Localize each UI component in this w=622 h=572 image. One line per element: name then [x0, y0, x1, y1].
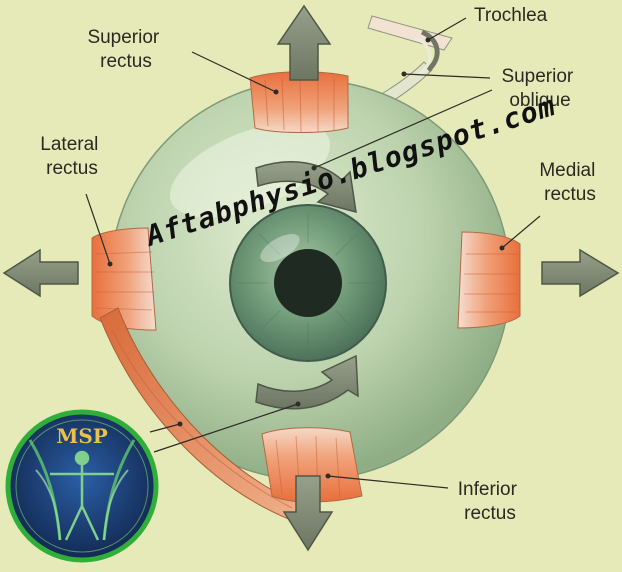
arrow-right-icon: [541, 248, 620, 298]
msp-logo: MSP: [5, 409, 159, 563]
vitruvian-figure-icon: [50, 450, 114, 541]
iris-texture: [238, 213, 378, 353]
inferior-rectus-muscle: [261, 427, 363, 503]
label-lateral-rectus: Lateral rectus: [40, 134, 103, 179]
medial-rectus-muscle: [457, 231, 521, 329]
superior-rectus-muscle: [249, 71, 349, 133]
pupil: [274, 249, 342, 317]
lateral-rectus-muscle: [91, 227, 157, 331]
arrow-down-icon: [282, 475, 334, 552]
logo-text: MSP: [56, 424, 108, 448]
label-superior-oblique: Superior oblique: [501, 66, 578, 111]
curved-arrow-counterclockwise-icon: [255, 354, 359, 410]
eyeball-highlight: [169, 122, 331, 218]
label-inferior-rectus: Inferior rectus: [458, 479, 522, 524]
label-superior-rectus: Superior rectus: [87, 27, 164, 72]
leader-lines: [85, 17, 541, 489]
arrow-up-icon: [276, 4, 332, 81]
label-trochlea: Trochlea: [474, 5, 548, 26]
label-medial-rectus: Medial rectus: [539, 160, 600, 205]
arrow-left-icon: [2, 248, 79, 298]
cornea-highlight: [260, 234, 300, 262]
curved-arrow-clockwise-icon: [255, 161, 357, 214]
